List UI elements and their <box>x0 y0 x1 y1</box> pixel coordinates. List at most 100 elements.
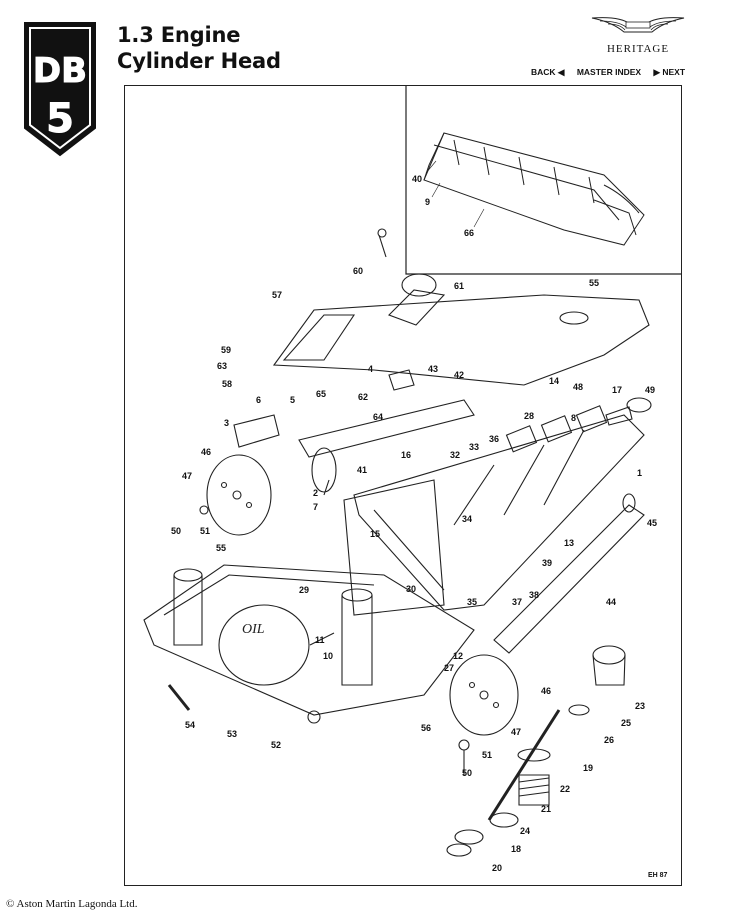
sprocket-lower <box>449 654 519 736</box>
callout-13: 13 <box>564 538 574 548</box>
callout-54: 54 <box>185 720 195 730</box>
callout-10: 10 <box>323 651 333 661</box>
callout-48: 48 <box>573 382 583 392</box>
callout-53: 53 <box>227 729 237 739</box>
tappet <box>592 645 626 665</box>
callout-7: 7 <box>313 502 318 512</box>
callout-56: 56 <box>421 723 431 733</box>
callout-3: 3 <box>224 418 229 428</box>
camshaft-lower <box>493 504 645 654</box>
callout-47b: 47 <box>511 727 521 737</box>
callout-45: 45 <box>647 518 657 528</box>
callout-43: 43 <box>428 364 438 374</box>
next-link[interactable]: ▶ NEXT <box>653 67 686 77</box>
oil-filler-cap <box>218 604 310 686</box>
callout-39: 39 <box>542 558 552 568</box>
callout-29: 29 <box>299 585 309 595</box>
inset-callouts <box>425 160 485 228</box>
callout-1: 1 <box>637 468 642 478</box>
callout-21: 21 <box>541 804 551 814</box>
callout-46: 46 <box>201 447 211 457</box>
callout-20: 20 <box>492 863 502 873</box>
plate-reference: EH 87 <box>648 872 668 879</box>
callout-33: 33 <box>469 442 479 452</box>
callout-52: 52 <box>271 740 281 750</box>
callout-34: 34 <box>462 514 472 524</box>
callout-63: 63 <box>217 361 227 371</box>
back-link[interactable]: BACK ◀ <box>531 67 565 77</box>
callout-6: 6 <box>256 395 261 405</box>
callout-2: 2 <box>313 488 318 498</box>
callout-38: 38 <box>529 590 539 600</box>
front-cover <box>143 564 475 716</box>
callout-32: 32 <box>450 450 460 460</box>
callout-50: 50 <box>171 526 181 536</box>
heritage-label: HERITAGE <box>606 43 670 55</box>
db5-logo: DB 5 <box>24 22 96 157</box>
callout-22: 22 <box>560 784 570 794</box>
callout-58: 58 <box>222 379 232 389</box>
callout-36: 36 <box>489 434 499 444</box>
exploded-diagram: 40 9 66 OIL <box>143 85 682 873</box>
svg-text:5: 5 <box>46 96 74 142</box>
callout-18: 18 <box>511 844 521 854</box>
aston-martin-logo: HERITAGE <box>590 12 686 55</box>
diagram-frame <box>124 85 682 886</box>
callout-9: 9 <box>425 197 430 207</box>
title-line-1: 1.3 Engine <box>117 23 241 47</box>
callout-5: 5 <box>290 395 295 405</box>
callout-42: 42 <box>454 370 464 380</box>
callout-28: 28 <box>524 411 534 421</box>
callout-65: 65 <box>316 389 326 399</box>
wings-icon <box>591 17 685 33</box>
master-index-link[interactable]: MASTER INDEX <box>576 67 642 77</box>
copyright-notice: © Aston Martin Lagonda Ltd. <box>6 898 138 910</box>
callout-26: 26 <box>604 735 614 745</box>
callout-55b: 55 <box>216 543 226 553</box>
callout-50b: 50 <box>462 768 472 778</box>
callout-19: 19 <box>583 763 593 773</box>
valve-stem <box>487 709 561 821</box>
main-drawing: OIL <box>143 228 652 857</box>
title-line-2: Cylinder Head <box>117 49 281 73</box>
cylinder-head <box>353 414 645 611</box>
callout-16: 16 <box>401 450 411 460</box>
callout-8: 8 <box>571 413 576 423</box>
callout-12: 12 <box>453 651 463 661</box>
callout-15: 15 <box>370 529 380 539</box>
callout-4: 4 <box>368 364 373 374</box>
inset-border <box>405 85 682 275</box>
callout-49: 49 <box>645 385 655 395</box>
cam-cover <box>272 294 650 386</box>
callout-40: 40 <box>412 174 422 184</box>
callout-57: 57 <box>272 290 282 300</box>
page-title: 1.3 Engine Cylinder Head <box>117 22 281 74</box>
valve-spring <box>518 774 550 806</box>
breather-ring <box>401 273 437 297</box>
callout-41: 41 <box>357 465 367 475</box>
callout-24: 24 <box>520 826 530 836</box>
callout-11: 11 <box>315 635 325 645</box>
callout-60: 60 <box>353 266 363 276</box>
sprocket-upper <box>206 454 272 536</box>
callout-27: 27 <box>444 663 454 673</box>
callout-14: 14 <box>549 376 559 386</box>
page-navigation: BACK ◀ MASTER INDEX ▶ NEXT <box>531 67 685 78</box>
callout-64: 64 <box>373 412 383 422</box>
callout-30: 30 <box>406 584 416 594</box>
svg-text:DB: DB <box>33 51 87 91</box>
callout-44: 44 <box>606 597 616 607</box>
callout-46b: 46 <box>541 686 551 696</box>
callout-61: 61 <box>454 281 464 291</box>
callout-55: 55 <box>589 278 599 288</box>
callout-47: 47 <box>182 471 192 481</box>
camshaft-upper <box>298 399 475 458</box>
callout-37: 37 <box>512 597 522 607</box>
callout-25: 25 <box>621 718 631 728</box>
callout-66: 66 <box>464 228 474 238</box>
callout-17: 17 <box>612 385 622 395</box>
svg-text:OIL: OIL <box>242 622 265 637</box>
inset-cylinder-head <box>423 132 645 246</box>
callout-23: 23 <box>635 701 645 711</box>
callout-51b: 51 <box>482 750 492 760</box>
